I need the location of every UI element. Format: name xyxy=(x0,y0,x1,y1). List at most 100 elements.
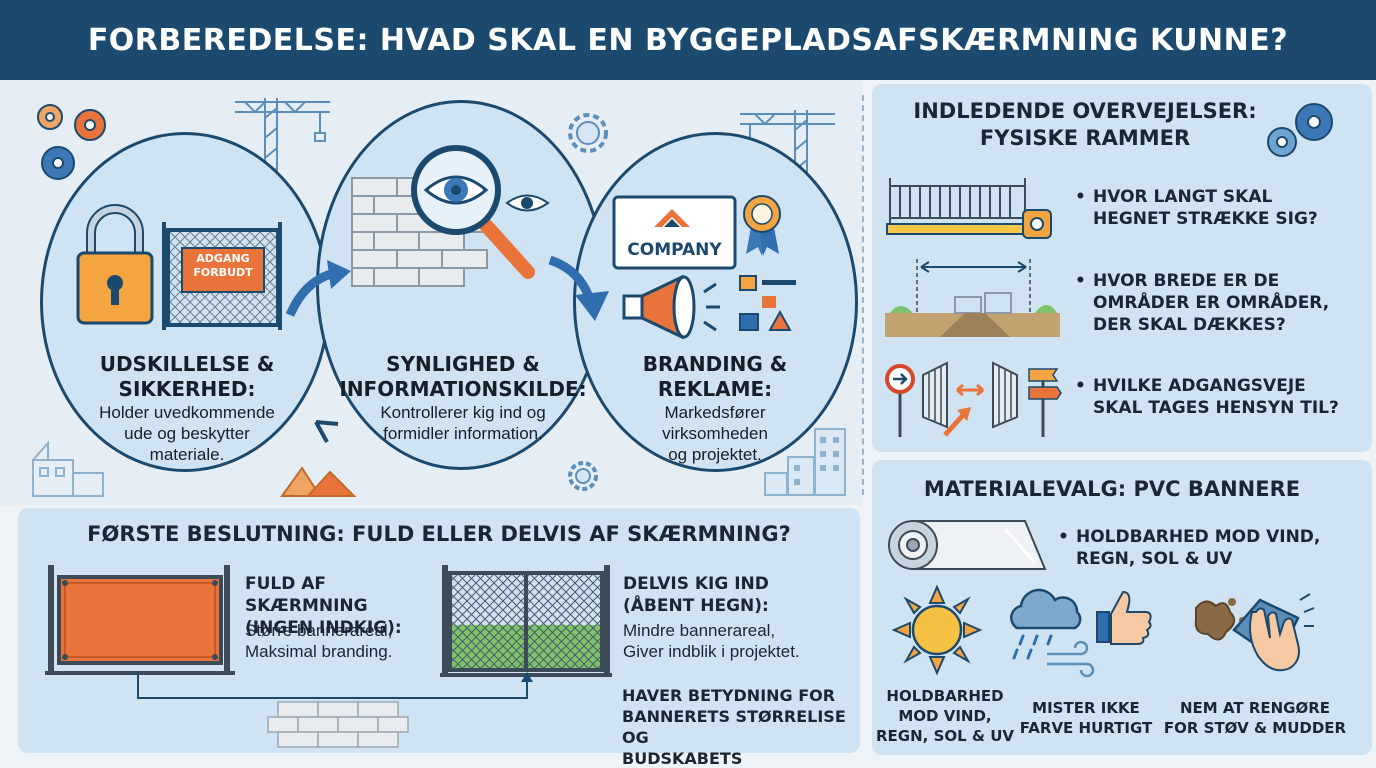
rain-wind-icon xyxy=(1010,588,1095,678)
partial-title-line1: DELVIS KIG IND xyxy=(623,574,769,594)
separation-title-line2: SIKKERHED: xyxy=(118,377,256,401)
pvc-roll-icon xyxy=(888,520,1047,570)
area-width-icon xyxy=(885,259,1060,337)
considerations-title-line1: INDLEDENDE OVERVEJELSER: xyxy=(913,99,1257,123)
section-divider xyxy=(862,95,864,495)
partial-text-line2: Giver indblik i projektet. xyxy=(623,642,800,661)
circle-branding xyxy=(573,132,858,472)
gear-icon xyxy=(568,113,608,153)
eye-icon xyxy=(505,194,550,212)
header-bar: FORBEREDELSE: HVAD SKAL EN BYGGEPLADSAFS… xyxy=(0,0,1376,80)
arrow-down-right-icon xyxy=(548,255,609,321)
full-text-line2: Maksimal branding. xyxy=(245,642,393,661)
visibility-desc-line: Kontrollerer kig ind og xyxy=(380,403,546,422)
caption-line: MISTER IKKE xyxy=(1032,699,1140,717)
cleaning-cloth-icon xyxy=(1194,593,1315,672)
visibility-desc: Kontrollerer kig ind og formidler inform… xyxy=(318,402,608,444)
visibility-desc-line: formidler information. xyxy=(383,424,543,443)
note-line: BUDSKABETS SYNLIGHED. xyxy=(622,749,743,768)
question-access: HVILKE ADGANGSVEJE SKAL TAGES HENSYN TIL… xyxy=(1075,375,1365,419)
caption-line: NEM AT RENGØRE xyxy=(1179,699,1331,717)
full-banner-fence-icon xyxy=(45,565,235,675)
building-icon xyxy=(32,440,104,497)
branding-title-line1: BRANDING & xyxy=(642,352,788,376)
full-title-line2: (INGEN INDKIG): xyxy=(245,618,402,638)
gear-small-icon xyxy=(568,461,598,491)
sign-text: ADGANG FORBUDT xyxy=(182,252,264,280)
separation-title-line1: UDSKILLELSE & xyxy=(99,352,275,376)
brick-base-icon xyxy=(267,701,409,748)
caption-line: REGN, SOL & UV xyxy=(875,727,1014,745)
note-line: HAVER BETYDNING FOR xyxy=(622,686,836,705)
page-title: FORBEREDELSE: HVAD SKAL EN BYGGEPLADSAFS… xyxy=(87,22,1289,58)
material-bullet: HOLDBARHED MOD VIND, REGN, SOL & UV xyxy=(1058,526,1358,570)
decision-note: HAVER BETYDNING FOR BANNERETS STØRRELISE… xyxy=(622,685,857,768)
partial-option-title: DELVIS KIG IND (ÅBENT HEGN): xyxy=(623,573,853,617)
access-gate-icon xyxy=(885,361,1062,437)
caption-line: MOD VIND, xyxy=(898,707,992,725)
material-bullet-line: HOLDBARHED MOD VIND, xyxy=(1076,527,1321,547)
thumbs-up-icon xyxy=(1096,590,1152,645)
company-board-icon xyxy=(612,195,737,270)
considerations-title: INDLEDENDE OVERVEJELSER: FYSISKE RAMMER xyxy=(880,98,1290,152)
full-option-text: Større bannerareal, Maksimal branding. xyxy=(245,620,445,662)
separation-desc-line: materiale. xyxy=(149,445,225,464)
material-title: MATERIALEVALG: PVC BANNERE xyxy=(923,477,1301,501)
caption-colorfast: MISTER IKKE FARVE HURTIGT xyxy=(1012,698,1160,738)
decision-title: FØRSTE BESLUTNING: FULD ELLER DELVIS AF … xyxy=(87,522,791,546)
question-line: OMRÅDER ER OMRÅDER, xyxy=(1093,293,1330,313)
visibility-title-line2: INFORMATIONSKILDE: xyxy=(339,377,587,401)
considerations-title-line2: FYSISKE RAMMER xyxy=(979,126,1191,150)
sun-icon xyxy=(891,584,983,676)
branding-desc: Markedsfører virksomheden og projektet. xyxy=(585,402,845,465)
crane-icon xyxy=(235,98,330,198)
open-fence-icon xyxy=(440,565,612,677)
city-buildings-icon xyxy=(764,428,846,496)
caption-cleaning: NEM AT RENGØRE FOR STØV & MUDDER xyxy=(1160,698,1350,738)
shapes-icon xyxy=(739,275,796,331)
partial-title-line2: (ÅBENT HEGN): xyxy=(623,596,769,616)
full-option-title: FULD AF SKÆRMNING (INGEN INDKIG): xyxy=(245,573,445,639)
sign-line2: FORBUDT xyxy=(193,266,253,279)
question-line: DER SKAL DÆKKES? xyxy=(1093,315,1286,335)
branding-desc-line: virksomheden xyxy=(662,424,768,443)
separation-desc-line: ude og beskytter xyxy=(124,424,250,443)
arrow-up-icon xyxy=(314,420,339,443)
sign-line1: ADGANG xyxy=(196,252,250,265)
note-line: BANNERETS STØRRELISE OG xyxy=(622,707,846,747)
fence-sign-icon xyxy=(162,222,282,330)
caption-line: FOR STØV & MUDDER xyxy=(1163,719,1347,737)
question-line: SKAL TAGES HENSYN TIL? xyxy=(1093,398,1339,418)
caption-line: HOLDBARHED xyxy=(886,687,1004,705)
question-line: HVOR BREDE ER DE xyxy=(1093,271,1280,291)
question-length: HVOR LANGT SKAL HEGNET STRÆKKE SIG? xyxy=(1075,186,1365,230)
question-width: HVOR BREDE ER DE OMRÅDER ER OMRÅDER, DER… xyxy=(1075,270,1365,336)
fence-measure-icon xyxy=(886,178,1052,239)
full-title-line1: FULD AF SKÆRMNING xyxy=(245,574,368,616)
full-text-line1: Større bannerareal, xyxy=(245,621,393,640)
connector-arrow-icon xyxy=(137,672,533,699)
visibility-title-line1: SYNLIGHED & xyxy=(386,352,540,376)
company-label: COMPANY xyxy=(627,240,722,260)
padlock-icon xyxy=(76,204,154,325)
partial-option-text: Mindre bannerareal, Giver indblik i proj… xyxy=(623,620,853,662)
separation-desc-line: Holder uvedkommende xyxy=(99,403,275,422)
branding-desc-line: Markedsfører xyxy=(664,403,766,422)
question-line: HVILKE ADGANGSVEJE xyxy=(1093,376,1306,396)
magnifier-eye-icon xyxy=(411,145,535,279)
separation-desc: Holder uvedkommende ude og beskytter mat… xyxy=(62,402,312,465)
sand-pile-icon xyxy=(280,466,357,497)
gears-icon-right xyxy=(1267,103,1333,157)
gears-icon xyxy=(37,104,106,180)
separation-title: UDSKILLELSE & SIKKERHED: xyxy=(62,352,312,402)
branding-title: BRANDING & REKLAME: xyxy=(585,352,845,402)
material-bullet-line: REGN, SOL & UV xyxy=(1076,549,1233,569)
caption-line: FARVE HURTIGT xyxy=(1019,719,1153,737)
question-line: HEGNET STRÆKKE SIG? xyxy=(1093,209,1318,229)
branding-title-line2: REKLAME: xyxy=(657,377,773,401)
partial-text-line1: Mindre bannerareal, xyxy=(623,621,776,640)
question-line: HVOR LANGT SKAL xyxy=(1093,187,1273,207)
branding-desc-line: og projektet. xyxy=(668,445,762,464)
visibility-title: SYNLIGHED & INFORMATIONSKILDE: xyxy=(318,352,608,402)
arrow-right-icon xyxy=(285,260,351,317)
